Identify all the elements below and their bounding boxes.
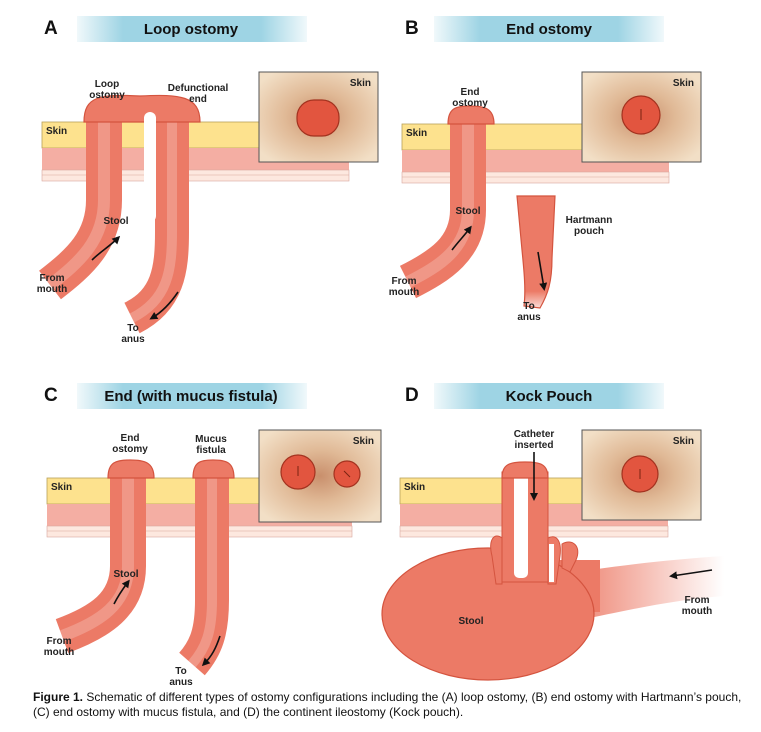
to-anus-label: To [523,301,534,312]
stool-flow-arrow [91,235,121,261]
caption-text: Schematic of different types of ostomy c… [33,690,742,719]
catheter-inserted-label: Catheter [514,429,555,440]
loop-divider [144,112,156,222]
end-ostomy-label: ostomy [452,98,488,109]
from-mouth-label: mouth [37,284,68,295]
panel-letter: A [44,18,58,39]
panel-title-banner [77,16,307,42]
from-mouth-label: From [392,276,417,287]
loop-stoma [83,94,201,123]
distal-flow-arrow [537,251,548,291]
to-anus-label: anus [517,312,541,323]
stool-label: Stool [459,616,484,627]
panel-letter: D [405,385,419,406]
panel-d: D Kock Pouch Skin Skin Catheter inserted… [381,383,724,681]
from-mouth-label: From [40,273,65,284]
mucus-fistula-limb [178,474,229,676]
inflow-arrow [669,569,713,580]
end-stoma [447,105,495,125]
panel-title: End ostomy [506,21,592,38]
to-anus-label: To [127,323,138,334]
proximal-bowel-limb [55,474,146,653]
from-mouth-label: mouth [389,287,420,298]
skin-layer-label: Skin [404,482,425,493]
from-mouth-label: mouth [44,647,75,658]
skin-box-label: Skin [353,436,374,447]
distal-flow-arrow [149,291,179,320]
panel-letter: B [405,18,419,39]
hartmann-pouch-label: pouch [574,226,604,237]
skin-box-label: Skin [673,78,694,89]
mucus-fistula-stoma [192,459,235,479]
to-anus-label: To [175,666,186,677]
defunctional-end-label: Defunctional [168,83,229,94]
panel-letter: C [44,385,58,406]
end-stoma [107,459,155,479]
ileum-inflow [560,556,724,620]
kock-stoma [501,461,549,479]
proximal-bowel-limb [399,120,486,299]
proximal-bowel-limb [39,118,122,300]
stool-flow-arrow [113,579,130,605]
from-mouth-label: mouth [682,606,713,617]
end-ostomy-label: End [121,433,140,444]
loop-ostomy-label: Loop [95,79,119,90]
figure-caption: Figure 1. Schematic of different types o… [33,690,748,720]
fascia-layer [401,171,670,184]
panel-title: Loop ostomy [144,21,239,38]
skin-box-label: Skin [350,78,371,89]
end-ostomy-label: End [461,87,480,98]
stool-flow-arrow [451,225,472,251]
skin-layer-label: Skin [406,128,427,139]
to-anus-label: anus [169,677,193,688]
end-ostomy-label: ostomy [112,444,148,455]
loop-stoma-view [296,99,340,137]
panel-a: A Loop ostomy Skin Skin Loop ostomy Defu… [37,16,379,345]
skin-surface-box [258,429,382,523]
stool-label: Stool [456,206,481,217]
panel-c: C End (with mucus fistula) Skin Skin End… [44,383,382,688]
figure-label: Figure 1. [33,690,84,704]
fascia-layer [41,169,350,182]
panel-title: End (with mucus fistula) [104,388,277,405]
panel-title-banner [434,16,664,42]
catheter-inserted-label: inserted [515,440,554,451]
stool-label: Stool [114,569,139,580]
to-anus-label: anus [121,334,145,345]
hartmann-pouch [516,195,556,309]
panel-title-banner [434,383,664,409]
distal-flow-arrow [201,635,221,667]
skin-layer-label: Skin [51,482,72,493]
panel-title-banner [77,383,307,409]
skin-box-label: Skin [673,436,694,447]
mucus-fistula-label: fistula [196,445,226,456]
loop-ostomy-label: ostomy [89,90,125,101]
from-mouth-label: From [47,636,72,647]
ostomy-figure: A Loop ostomy Skin Skin Loop ostomy Defu… [37,16,724,688]
distal-bowel-limb [123,118,189,334]
defunctional-end-label: end [189,94,207,105]
stool-label: Stool [104,216,129,227]
mucus-fistula-label: Mucus [195,434,227,445]
panel-title: Kock Pouch [506,388,593,405]
hartmann-pouch-label: Hartmann [566,215,613,226]
panel-b: B End ostomy Skin Skin End ostomy Stool … [389,16,702,323]
from-mouth-label: From [685,595,710,606]
skin-layer-label: Skin [46,126,67,137]
catheter [514,470,528,578]
